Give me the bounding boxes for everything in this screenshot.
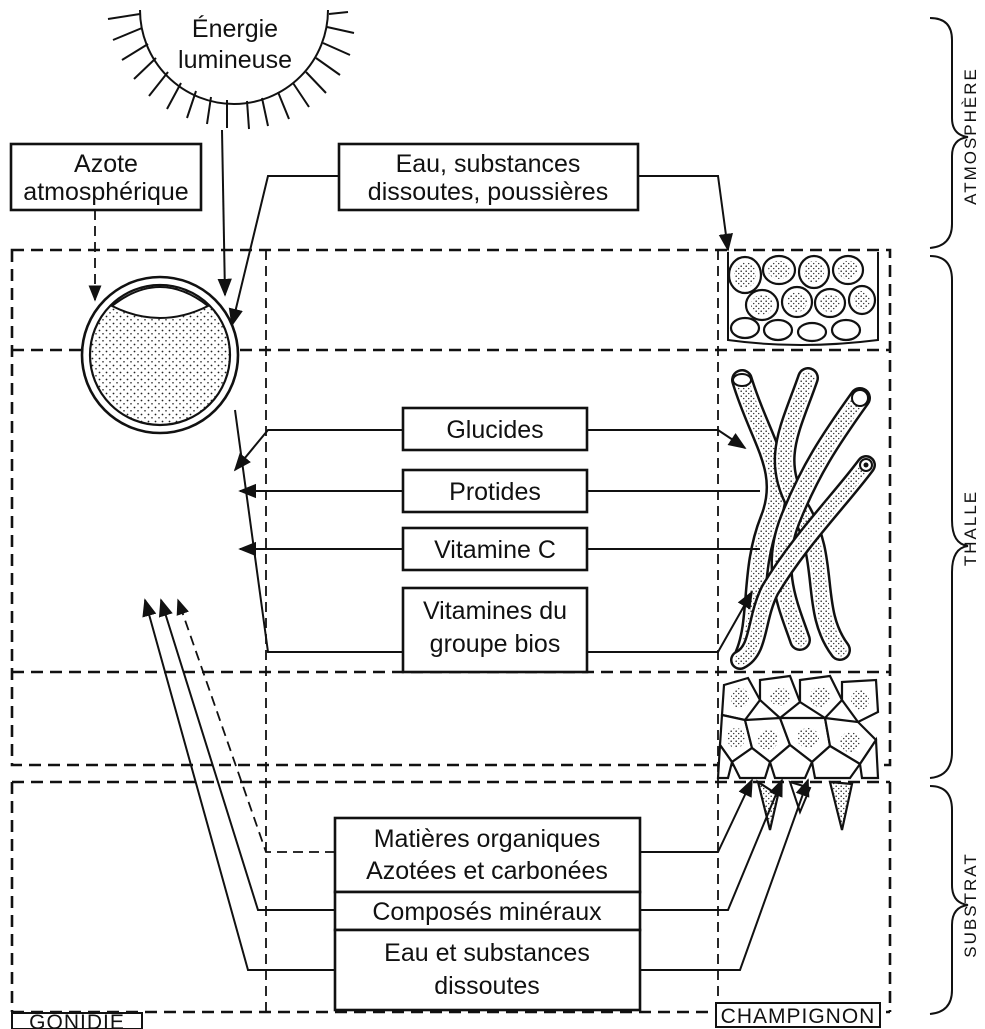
matieres-to-champignon-arrow — [640, 778, 753, 853]
glucides-to-gonidie-arrow — [233, 429, 403, 472]
box-eau-top: Eau, substances dissoutes, poussières — [337, 142, 640, 212]
box-vitamine-c: Vitamine C — [401, 526, 589, 572]
box-vitamines-bios: Vitamines du groupe bios — [401, 586, 589, 674]
composes-label: Composés minéraux — [372, 898, 602, 926]
upper-cortex-cells — [726, 252, 879, 348]
azote-label-line1: Azote — [74, 150, 138, 178]
glucides-to-champignon-arrow — [587, 429, 747, 449]
champignon-label: CHAMPIGNON — [721, 1005, 876, 1028]
eau-top-label-line2: dissoutes, poussières — [368, 178, 608, 206]
zone-frame — [10, 248, 892, 1014]
sun-label-line1: Énergie — [192, 14, 278, 43]
eau-bottom-label-line2: dissoutes — [434, 972, 540, 1000]
label-gonidie: GONIDIE — [11, 1011, 143, 1029]
glucides-label: Glucides — [446, 416, 543, 444]
matieres-label-line1: Matières organiques — [374, 825, 601, 853]
gonidie-cell — [80, 275, 240, 435]
eau-top-to-champignon-arrow — [638, 175, 733, 252]
vitamines-bios-label-line1: Vitamines du — [423, 597, 567, 625]
box-matieres: Matières organiques Azotées et carbonées — [333, 816, 642, 894]
zone-label-thalle: THALLE — [961, 490, 980, 566]
vitamines-bios-to-champignon-arrow — [587, 590, 753, 653]
eau-top-to-gonidie-arrow — [228, 175, 339, 327]
eau-top-label-line1: Eau, substances — [396, 150, 581, 178]
box-azote: Azote atmosphérique — [9, 142, 203, 212]
connectors — [88, 129, 810, 971]
label-champignon: CHAMPIGNON — [715, 1002, 881, 1028]
sun: Énergie lumineuse — [107, 9, 355, 130]
box-composes: Composés minéraux — [333, 890, 642, 932]
vitamines-bios-label-line2: groupe bios — [430, 630, 561, 658]
sun-label-line2: lumineuse — [178, 46, 292, 74]
eau-bottom-to-champignon-arrow — [640, 778, 810, 971]
box-glucides: Glucides — [401, 406, 589, 452]
matieres-to-gonidie-arrow — [176, 598, 335, 853]
composes-to-champignon-arrow — [640, 778, 783, 911]
zone-braces: ATMOSPHÈRE THALLE SUBSTRAT — [929, 17, 980, 1015]
azote-label-line2: atmosphérique — [23, 178, 188, 206]
vitamines-bios-from-gonidie — [234, 409, 403, 653]
zone-label-substrat: SUBSTRAT — [961, 852, 980, 957]
gonidie-label: GONIDIE — [29, 1011, 125, 1029]
box-protides: Protides — [401, 468, 589, 514]
matieres-label-line2: Azotées et carbonées — [366, 857, 608, 885]
vitamine-c-label: Vitamine C — [434, 536, 556, 564]
eau-bottom-to-gonidie-arrow — [142, 598, 335, 971]
lower-cortex-cells — [716, 674, 880, 780]
sun-rays — [107, 11, 355, 130]
zone-label-atmosphere: ATMOSPHÈRE — [961, 67, 980, 205]
energy-arrow — [217, 129, 232, 297]
box-eau-bottom: Eau et substances dissoutes — [333, 928, 642, 1012]
fungal-hyphae — [730, 367, 876, 670]
protides-label: Protides — [449, 478, 541, 506]
eau-bottom-label-line1: Eau et substances — [384, 939, 590, 967]
composes-to-gonidie-arrow — [158, 598, 335, 911]
